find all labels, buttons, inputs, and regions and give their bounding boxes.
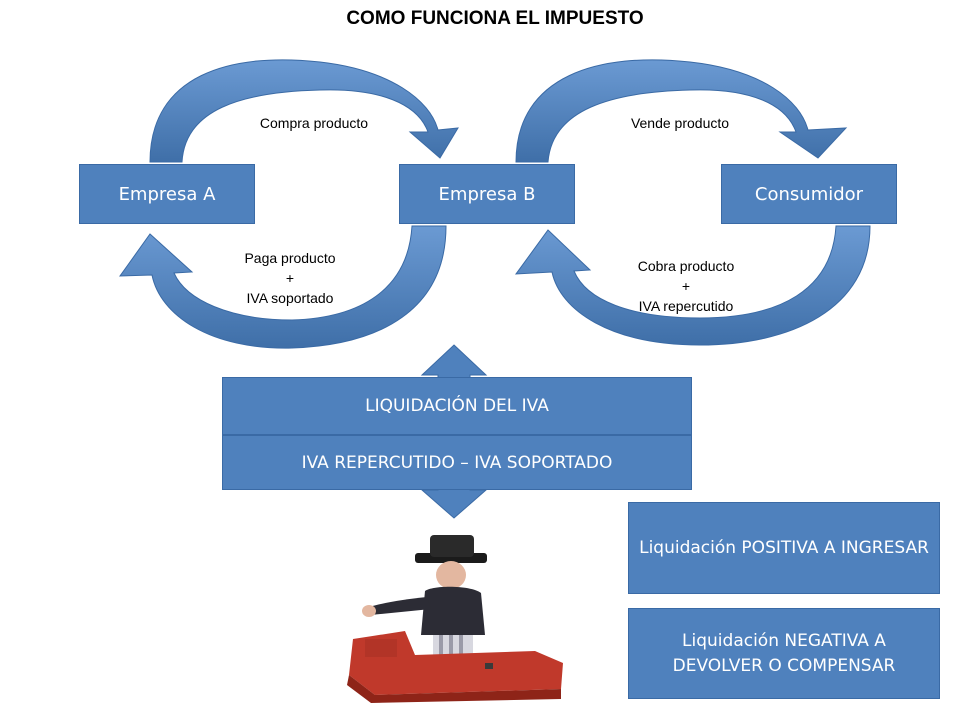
- flow-label-vende: Vende producto: [630, 115, 730, 131]
- liquidacion-title: LIQUIDACIÓN DEL IVA: [222, 377, 692, 435]
- page-title: COMO FUNCIONA EL IMPUESTO: [346, 8, 644, 29]
- flow-label-cobra: Cobra producto + IVA repercutido: [596, 256, 776, 316]
- flow-label-cobra-line3: IVA repercutido: [638, 298, 734, 314]
- arrow-cobra: [514, 225, 871, 346]
- liquidacion-formula: IVA REPERCUTIDO – IVA SOPORTADO: [222, 435, 692, 490]
- flow-label-compra: Compra producto: [259, 115, 369, 131]
- arrow-paga: [119, 225, 447, 349]
- arrow-compra: [149, 59, 459, 163]
- flow-label-paga-line2: +: [285, 270, 295, 286]
- entity-empresa-b: Empresa B: [399, 164, 575, 224]
- entity-consumidor: Consumidor: [721, 164, 897, 224]
- arrow-vende: [515, 59, 848, 163]
- result-positive: Liquidación POSITIVA A INGRESAR: [628, 502, 940, 594]
- result-negative: Liquidación NEGATIVA A DEVOLVER O COMPEN…: [628, 608, 940, 699]
- flow-label-cobra-line1: Cobra producto: [637, 258, 735, 274]
- flow-label-paga: Paga producto + IVA soportado: [200, 248, 380, 308]
- flow-label-cobra-line2: +: [681, 278, 691, 294]
- uncle-sam-figure-icon: [347, 535, 563, 703]
- flow-label-paga-line3: IVA soportado: [246, 290, 334, 306]
- entity-empresa-a: Empresa A: [79, 164, 255, 224]
- flow-label-paga-line1: Paga producto: [244, 250, 336, 266]
